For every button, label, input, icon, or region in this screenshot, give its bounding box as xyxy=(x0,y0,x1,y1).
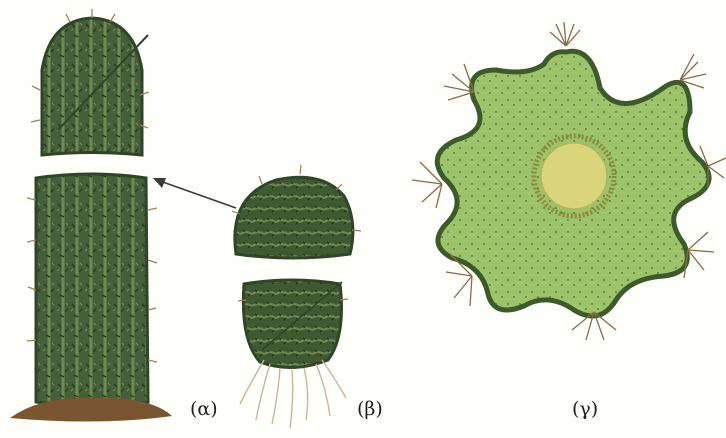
graft-arrow xyxy=(153,178,236,208)
beta-globe xyxy=(235,177,353,258)
alpha-cut-top xyxy=(42,18,142,155)
label-gamma: (γ) xyxy=(572,398,598,420)
gamma-pith xyxy=(541,143,607,209)
cactus-cross-section-gamma xyxy=(412,22,726,340)
cactus-column-alpha xyxy=(10,9,172,422)
cactus-round-beta xyxy=(232,165,361,428)
label-alpha: (α) xyxy=(190,398,218,420)
alpha-column-base xyxy=(36,174,148,406)
label-beta: (β) xyxy=(357,398,383,420)
beta-roots xyxy=(240,360,346,428)
